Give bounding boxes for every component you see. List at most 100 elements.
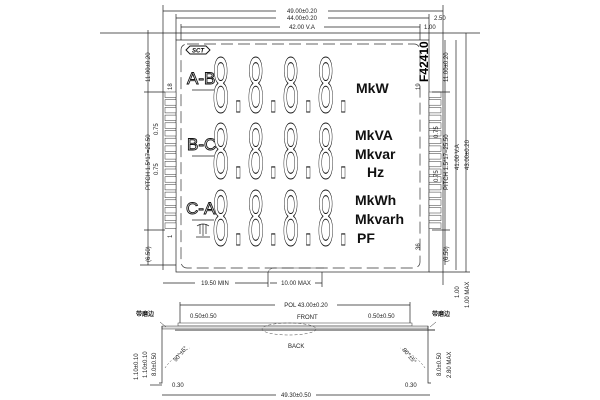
svg-text:PITCH 1.5*17=25.50: PITCH 1.5*17=25.50 [146, 134, 152, 190]
unit-label: Mkvar [355, 146, 396, 162]
svg-text:41.00 V.A: 41.00 V.A [455, 144, 461, 170]
dim-glass-width: 44.00±0.20 [287, 16, 318, 22]
side-view: POL 43.00±0.20 0.50±0.50 0.50±0.50 FRONT… [134, 301, 453, 399]
right-dimensions: 11.00±0.20 PITCH 1.5*17=25.50 0.75 0.75 … [429, 33, 471, 308]
svg-text:0.50±0.50: 0.50±0.50 [190, 314, 217, 320]
svg-text:1.00 MAX: 1.00 MAX [465, 282, 471, 308]
unit-label: Mkvarh [355, 211, 404, 227]
svg-text:19.50 MIN: 19.50 MIN [201, 281, 229, 287]
pin [428, 91, 442, 98]
svg-text:49.30±0.50: 49.30±0.50 [281, 393, 312, 399]
row-label: B-C [187, 135, 216, 154]
pin [428, 122, 442, 129]
unit-label: PF [357, 230, 375, 246]
pin [164, 153, 177, 160]
svg-text:90°±5°: 90°±5° [173, 345, 190, 363]
digit-group: 8.8.8.8. [212, 110, 352, 196]
digit-group: 8.8.8.8. [212, 177, 352, 263]
row-label: A-B [187, 69, 215, 88]
pin [428, 191, 442, 198]
left-pin-row [164, 91, 177, 229]
pin [164, 114, 177, 121]
right-pin-row [428, 91, 442, 229]
svg-text:SCT: SCT [192, 49, 205, 55]
pin [164, 122, 177, 129]
pin [428, 176, 442, 183]
svg-text:11.00±0.20: 11.00±0.20 [146, 52, 152, 82]
pin [164, 214, 177, 221]
svg-text:11.00±0.20: 11.00±0.20 [444, 52, 450, 82]
svg-text:PITCH 1.5*17=25.50: PITCH 1.5*17=25.50 [444, 134, 450, 190]
display-row-ca: C-A 8.8.8.8. MkWh Mkvarh PF [186, 176, 404, 263]
part-number: F42410 [417, 41, 431, 82]
dim-view-width: 42.00 V.A [289, 25, 315, 31]
edge-note-left: 带磨边 [136, 310, 155, 318]
pin [428, 107, 442, 114]
svg-text:0.75: 0.75 [154, 163, 160, 175]
pin-label-19: 19 [416, 83, 422, 90]
svg-text:8.0±0.50: 8.0±0.50 [437, 352, 443, 376]
pin [428, 137, 442, 144]
pin [428, 99, 442, 106]
pin [164, 130, 177, 137]
unit-label: MkVA [355, 127, 393, 143]
unit-label: MkW [356, 80, 389, 96]
svg-text:0.75: 0.75 [434, 126, 440, 138]
edge-note-right: 带磨边 [432, 310, 451, 318]
svg-text:1.10±0.10: 1.10±0.10 [143, 351, 149, 378]
svg-text:POL 43.00±0.20: POL 43.00±0.20 [284, 303, 328, 309]
pin [428, 168, 442, 175]
pin [164, 222, 177, 229]
pin-label-36: 36 [416, 243, 422, 250]
pin [164, 168, 177, 175]
pin-label-18: 18 [168, 83, 174, 90]
pin [164, 91, 177, 98]
svg-text:10.00 MAX: 10.00 MAX [281, 281, 311, 287]
dim-right-va-offset: 1.00 [424, 25, 436, 31]
row-label: C-A [186, 199, 216, 218]
pin [428, 153, 442, 160]
pin [164, 99, 177, 106]
svg-text:BACK: BACK [288, 344, 304, 350]
pin [428, 145, 442, 152]
svg-text:0.75: 0.75 [154, 123, 160, 135]
unit-label: Hz [367, 164, 384, 180]
svg-text:1.10±0.10: 1.10±0.10 [134, 353, 140, 380]
svg-text:0.75: 0.75 [434, 170, 440, 182]
pin [164, 207, 177, 214]
pin [164, 145, 177, 152]
pin [164, 184, 177, 191]
pin [164, 161, 177, 168]
pin [164, 176, 177, 183]
svg-text:0.30: 0.30 [172, 383, 184, 389]
svg-text:43.00±0.20: 43.00±0.20 [465, 139, 471, 170]
pin [164, 137, 177, 144]
pin [428, 199, 442, 206]
svg-text:8.0±0.50: 8.0±0.50 [152, 352, 158, 376]
pin [428, 161, 442, 168]
svg-text:90°±5°: 90°±5° [400, 347, 417, 365]
pin [164, 191, 177, 198]
pin [428, 114, 442, 121]
pin [428, 207, 442, 214]
unit-label: MkWh [355, 192, 396, 208]
display-row-bc: B-C 8.8.8.8. MkVA Mkvar Hz [187, 109, 396, 196]
signal-icon [196, 223, 210, 238]
svg-text:1.00: 1.00 [455, 286, 461, 298]
left-dimensions: 11.00±0.20 PITCH 1.5*17=25.50 0.75 0.75 … [140, 30, 176, 266]
pin [428, 214, 442, 221]
top-dimensions: 49.00±0.20 44.00±0.20 42.00 V.A 2.50 1.0… [100, 5, 480, 285]
pin-label-1: 1 [168, 234, 174, 238]
pin [164, 199, 177, 206]
svg-text:FRONT: FRONT [297, 315, 318, 321]
svg-text:2.80 MAX: 2.80 MAX [447, 352, 453, 378]
pin [164, 107, 177, 114]
pin [428, 222, 442, 229]
pin [428, 130, 442, 137]
logo: SCT [185, 45, 211, 55]
digit-group: 8.8.8.8. [212, 44, 352, 130]
display-row-ab: A-B 8.8.8.8. MkW [187, 43, 390, 130]
svg-text:0.50±0.50: 0.50±0.50 [368, 314, 395, 320]
svg-text:(6.50): (6.50) [444, 246, 450, 262]
